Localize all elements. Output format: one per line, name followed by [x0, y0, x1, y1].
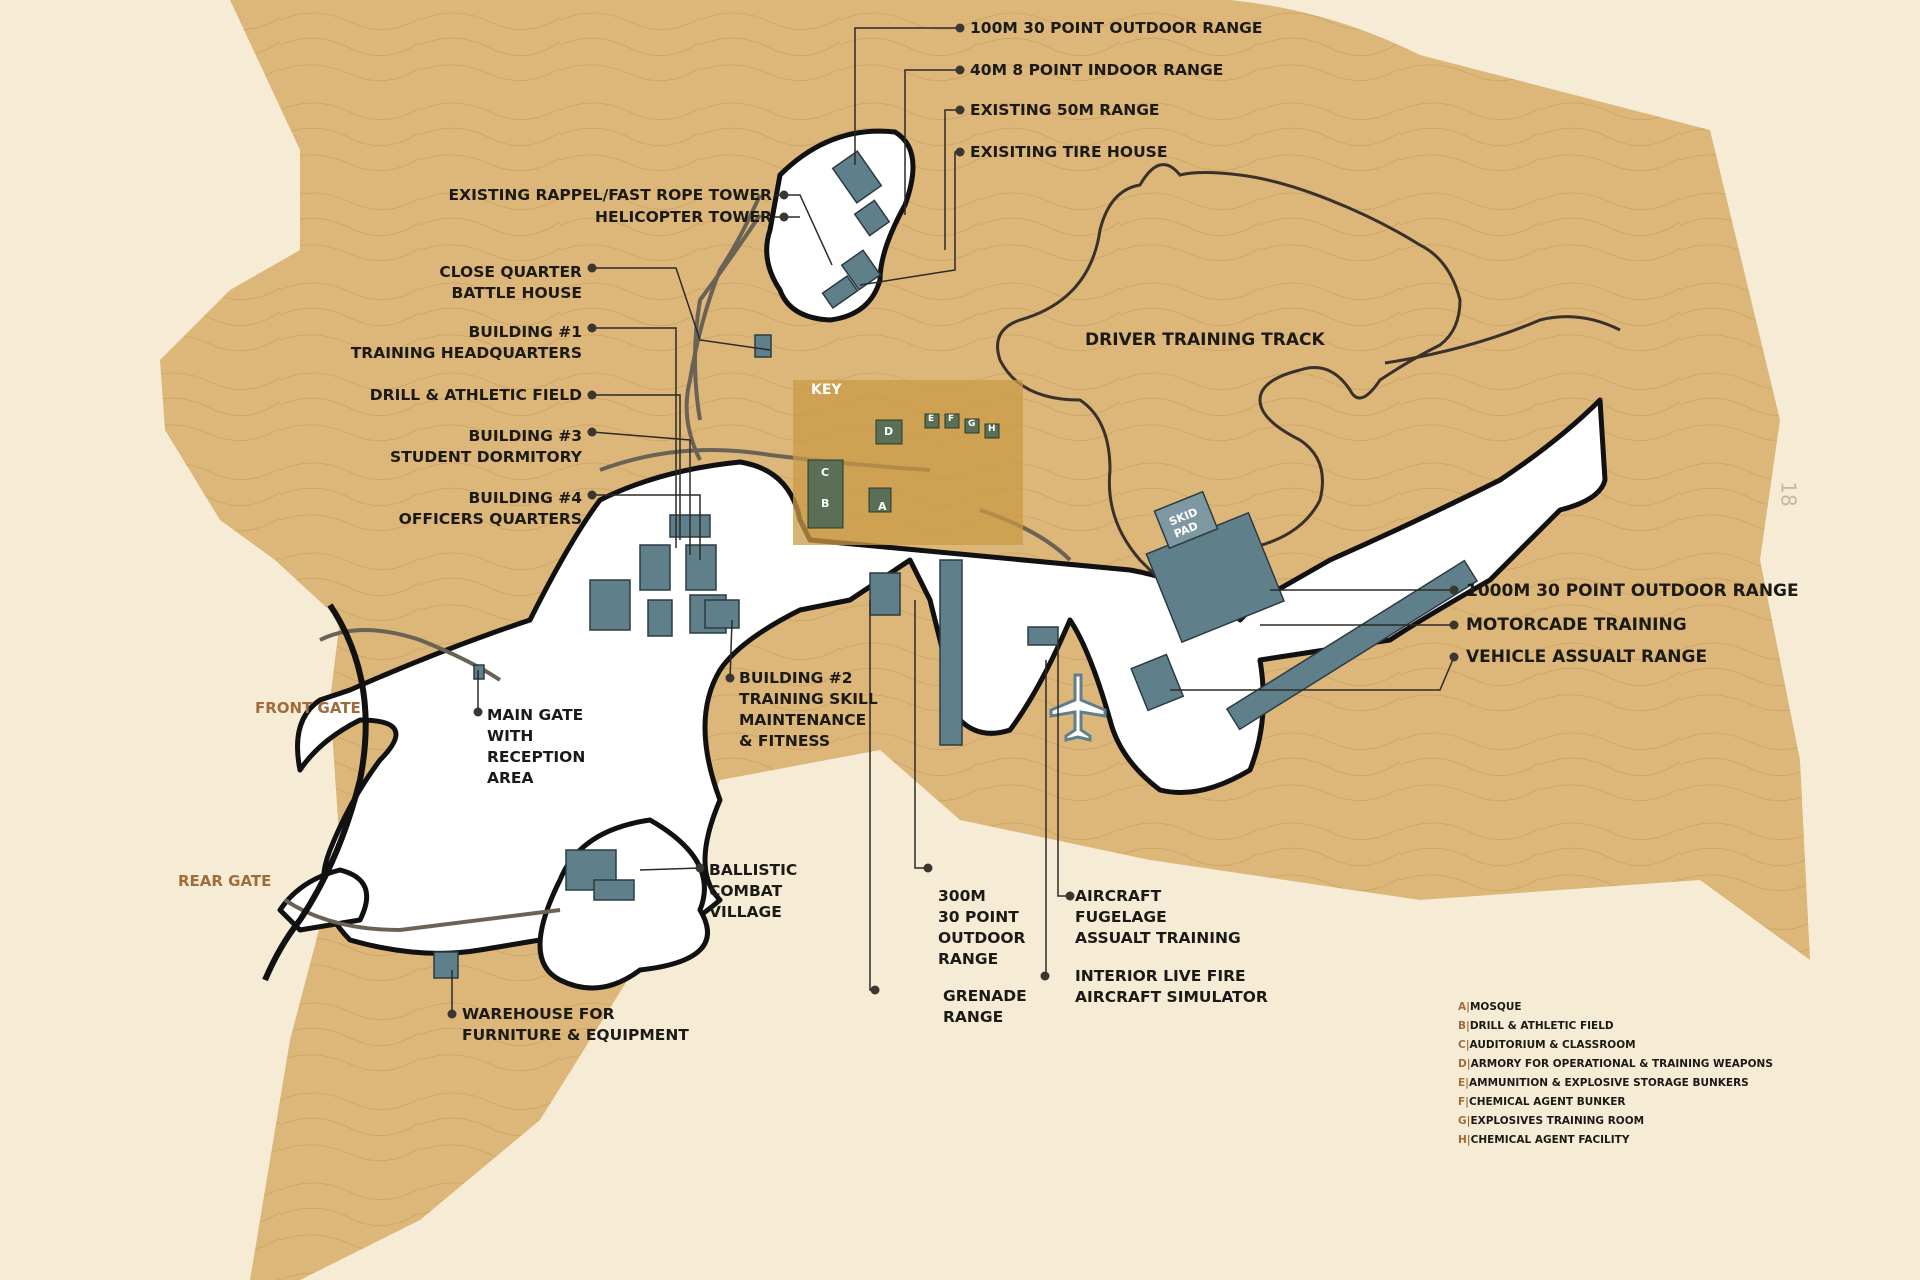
label-building2-line3: MAINTENANCE — [739, 711, 867, 729]
contour-elevation-mark: 18 — [1776, 481, 1801, 507]
legend-item: A|MOSQUE — [1458, 1001, 1522, 1013]
label-interior-line2: AIRCRAFT SIMULATOR — [1075, 988, 1268, 1006]
label-building2-line4: & FITNESS — [739, 732, 831, 750]
key-letter-g: G — [968, 419, 976, 429]
buildings — [433, 150, 1479, 979]
label-aircraft-line1: AIRCRAFT — [1075, 887, 1162, 905]
label-aircraft-line2: FUGELAGE — [1075, 908, 1167, 926]
key-letter-a: A — [878, 500, 887, 513]
label-building3-line2: STUDENT DORMITORY — [390, 448, 582, 466]
perimeter-road — [262, 603, 369, 982]
label-300m-line3: OUTDOOR — [938, 929, 1026, 947]
key-box — [793, 380, 1023, 545]
label-tire-house: EXISITING TIRE HOUSE — [970, 143, 1168, 161]
label-main-gate-line1: MAIN GATE — [487, 706, 584, 724]
label-ballistic-line1: BALLISTIC — [709, 861, 798, 879]
key-letter-f: F — [948, 414, 955, 424]
label-300m-line1: 300M — [938, 887, 986, 905]
label-1000m-range: 1000M 30 POINT OUTDOOR RANGE — [1466, 581, 1799, 601]
legend-item: B|DRILL & ATHLETIC FIELD — [1458, 1020, 1614, 1032]
legend-item: F|CHEMICAL AGENT BUNKER — [1458, 1096, 1626, 1108]
key-box-title: KEY — [811, 382, 842, 398]
label-driver-training-track: DRIVER TRAINING TRACK — [1085, 330, 1325, 350]
label-vehicle-assault-range: VEHICLE ASSUALT RANGE — [1466, 647, 1708, 667]
map-legend: A|MOSQUE B|DRILL & ATHLETIC FIELD C|AUDI… — [1458, 998, 1878, 1150]
label-building2-line2: TRAINING SKILL — [739, 690, 878, 708]
label-building4-line1: BUILDING #4 — [468, 489, 582, 507]
legend-item: G|EXPLOSIVES TRAINING ROOM — [1458, 1115, 1645, 1127]
legend-item: C|AUDITORIUM & CLASSROOM — [1458, 1039, 1636, 1051]
key-letter-d: D — [884, 425, 894, 438]
driver-training-track — [996, 163, 1621, 582]
label-300m-line2: 30 POINT — [938, 908, 1019, 926]
key-letter-c: C — [821, 466, 830, 479]
label-building4-line2: OFFICERS QUARTERS — [398, 510, 582, 528]
legend-item: D|ARMORY FOR OPERATIONAL & TRAINING WEAP… — [1458, 1058, 1773, 1070]
label-cqb-line2: BATTLE HOUSE — [451, 284, 582, 302]
label-building1-line1: BUILDING #1 — [468, 323, 582, 341]
legend-item: H|CHEMICAL AGENT FACILITY — [1458, 1134, 1630, 1146]
label-main-gate-line4: AREA — [487, 769, 534, 787]
aircraft-icon — [1049, 673, 1107, 742]
label-ballistic-line3: VILLAGE — [709, 903, 782, 921]
label-front-gate: FRONT GATE — [255, 699, 361, 717]
key-letter-h: H — [988, 424, 996, 434]
label-drill-field: DRILL & ATHLETIC FIELD — [369, 386, 582, 404]
key-letter-b: B — [821, 497, 830, 510]
label-existing-50m-range: EXISTING 50M RANGE — [970, 101, 1160, 119]
label-aircraft-line3: ASSUALT TRAINING — [1075, 929, 1241, 947]
label-building2-line1: BUILDING #2 — [739, 669, 853, 687]
label-cqb-line1: CLOSE QUARTER — [439, 263, 582, 281]
label-main-gate-line3: RECEPTION — [487, 748, 586, 766]
label-warehouse-line1: WAREHOUSE FOR — [462, 1005, 615, 1023]
key-letter-e: E — [928, 414, 935, 424]
label-rear-gate: REAR GATE — [178, 872, 272, 890]
label-rappel-tower: EXISTING RAPPEL/FAST ROPE TOWER — [448, 186, 772, 204]
legend-item: E|AMMUNITION & EXPLOSIVE STORAGE BUNKERS — [1458, 1077, 1749, 1089]
label-building3-line1: BUILDING #3 — [468, 427, 582, 445]
label-warehouse-line2: FURNITURE & EQUIPMENT — [462, 1026, 689, 1044]
label-ballistic-line2: COMBAT — [709, 882, 783, 900]
label-motorcade-training: MOTORCADE TRAINING — [1466, 615, 1687, 635]
label-helicopter-tower: HELICOPTER TOWER — [595, 208, 772, 226]
label-grenade-line1: GRENADE — [943, 987, 1027, 1005]
label-grenade-line2: RANGE — [943, 1008, 1004, 1026]
label-40m-indoor-range: 40M 8 POINT INDOOR RANGE — [970, 61, 1224, 79]
label-building1-line2: TRAINING HEADQUARTERS — [350, 344, 582, 362]
leader-dots — [447, 23, 1459, 1019]
label-interior-line1: INTERIOR LIVE FIRE — [1075, 967, 1246, 985]
label-300m-line4: RANGE — [938, 950, 999, 968]
label-100m-range: 100M 30 POINT OUTDOOR RANGE — [970, 19, 1263, 37]
label-main-gate-line2: WITH — [487, 727, 534, 745]
